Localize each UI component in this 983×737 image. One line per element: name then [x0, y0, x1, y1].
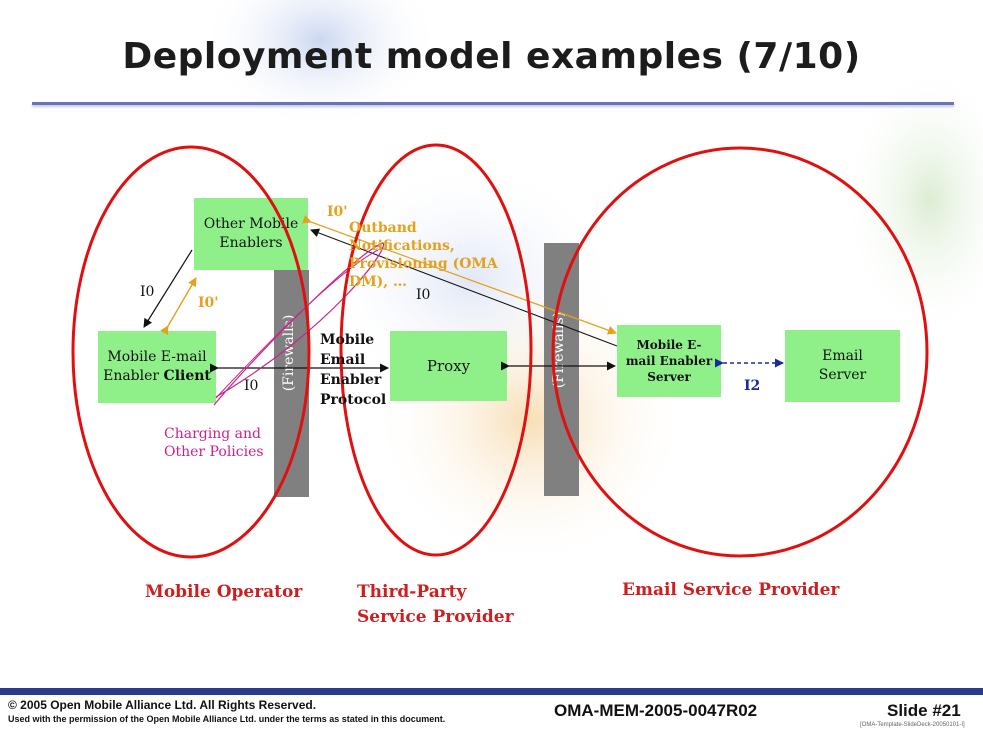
charging-policy-loop-inner: [215, 249, 379, 399]
i0-middle-label: I0: [416, 287, 431, 303]
mobile-operator-label: Mobile Operator: [145, 580, 302, 605]
protocol-line-3: Enabler: [320, 372, 382, 388]
email-provider-label: Email Service Provider: [622, 578, 839, 603]
third-party-line-1: Third-Party: [357, 582, 467, 602]
mobile-operator-text: Mobile Operator: [145, 582, 303, 602]
protocol-line-4: Protocol: [320, 392, 387, 408]
footer-bar: [0, 688, 983, 695]
outband-line-1: Outband: [349, 220, 417, 236]
footer-template-id: [OMA-Template-SlideDeck-20050101-I]: [860, 722, 965, 728]
other-mobile-enablers-label: Other Mobile Enablers: [203, 216, 299, 251]
charging-annotation: Charging and Other Policies: [164, 425, 264, 461]
email-server-label: Email Server: [818, 348, 867, 383]
outband-line-4: DM), …: [349, 274, 408, 290]
footer-slide-number: Slide #21: [887, 701, 961, 720]
charging-line-1: Charging and: [164, 426, 261, 442]
charging-line-2: Other Policies: [164, 444, 264, 460]
outband-line-2: Notifications,: [349, 238, 455, 254]
client-label-line2a: Enabler: [103, 368, 164, 384]
enabler-server-label: Mobile E-mail Enabler Server: [625, 337, 713, 385]
email-server-box: Email Server: [785, 330, 900, 402]
i0prime-left-label: I0': [198, 295, 219, 311]
title-divider: [32, 102, 954, 105]
i0-bottom-label: I0: [244, 378, 259, 394]
i0prime-enablers-server-arrow: [301, 215, 617, 335]
other-mobile-enablers-box: Other Mobile Enablers: [194, 198, 308, 270]
enabler-server-box: Mobile E-mail Enabler Server: [617, 325, 721, 397]
client-label-line1: Mobile E-mail: [107, 349, 207, 366]
mobile-operator-ellipse: [71, 145, 311, 559]
third-party-ellipse: [339, 143, 533, 557]
footer-permission: Used with the permission of the Open Mob…: [8, 714, 446, 724]
email-client-box: Mobile E-mail Enabler Client: [98, 331, 216, 403]
i0prime-left-arrow: [160, 277, 197, 336]
proxy-box: Proxy: [390, 331, 507, 401]
i0-left-label: I0: [140, 284, 155, 300]
slide-title: Deployment model examples (7/10): [122, 36, 861, 77]
footer-copyright: © 2005 Open Mobile Alliance Ltd. All Rig…: [8, 698, 317, 712]
i0prime-top-label: I0': [327, 204, 348, 220]
third-party-label: Third-Party Service Provider: [357, 580, 514, 630]
email-provider-text: Email Service Provider: [622, 580, 840, 600]
charging-policy-loop: [213, 242, 385, 406]
email-provider-ellipse: [551, 146, 929, 558]
client-label-line2b: Client: [163, 368, 211, 384]
protocol-annotation: Mobile Email Enabler Protocol: [320, 330, 386, 410]
proxy-label: Proxy: [426, 356, 471, 375]
outband-annotation: Outband Notifications, Provisioning (OMA…: [349, 219, 498, 291]
third-party-line-2: Service Provider: [357, 607, 514, 627]
i2-label: I2: [744, 378, 761, 394]
protocol-line-2: Email: [320, 352, 366, 368]
outband-line-3: Provisioning (OMA: [349, 256, 498, 272]
footer-doc-id: OMA-MEM-2005-0047R02: [554, 701, 758, 720]
protocol-line-1: Mobile: [320, 332, 375, 348]
